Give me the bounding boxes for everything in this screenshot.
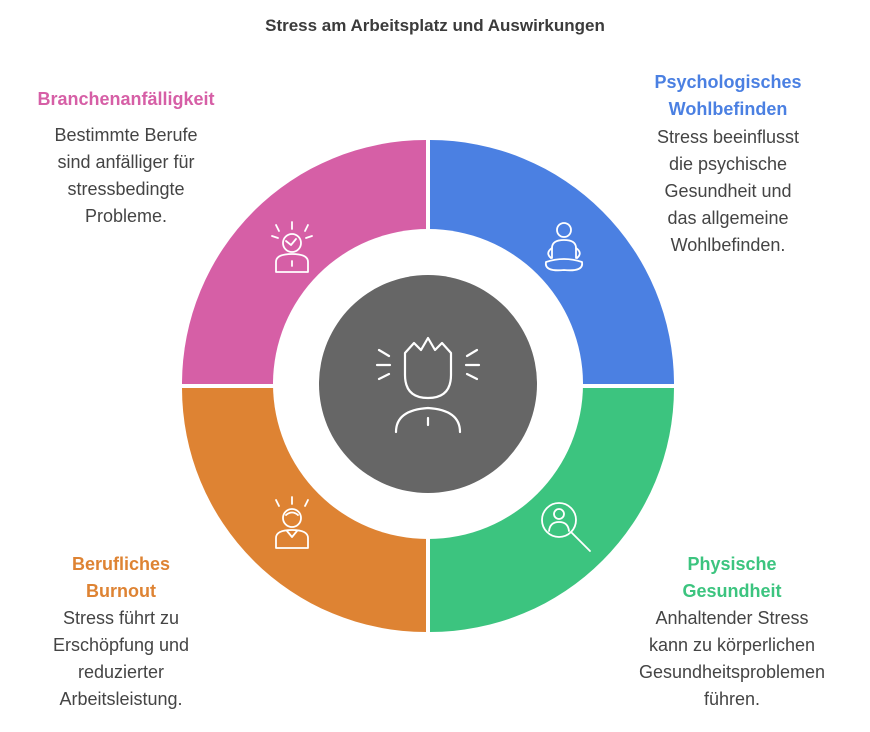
segment-text-phys: Anhaltender Stress kann zu körperlichen … xyxy=(638,608,826,709)
diagram-title: Stress am Arbeitsplatz und Auswirkungen xyxy=(265,16,605,35)
segment-text-branchen: Bestimmte Berufe sind anfälliger für str… xyxy=(54,125,198,226)
meditation-icon xyxy=(544,222,584,272)
health-search-icon xyxy=(541,502,591,552)
center-circle xyxy=(319,275,537,493)
segment-title-phys: Physische Gesundheit xyxy=(682,554,782,601)
segment-title-psych: Psychologisches Wohlbefinden xyxy=(654,72,802,119)
segment-title-branchen: Branchenanfälligkeit xyxy=(37,89,215,109)
segment-text-psych: Stress beeinflusst die psychische Gesund… xyxy=(656,127,800,255)
segment-text-burnout: Stress führt zu Erschöpfung und reduzier… xyxy=(52,608,190,709)
segment-title-burnout: Berufliches Burnout xyxy=(71,554,171,601)
stressed-person-icon xyxy=(375,336,481,434)
burnout-person-icon xyxy=(275,496,309,549)
stressed-head-icon xyxy=(271,221,313,273)
